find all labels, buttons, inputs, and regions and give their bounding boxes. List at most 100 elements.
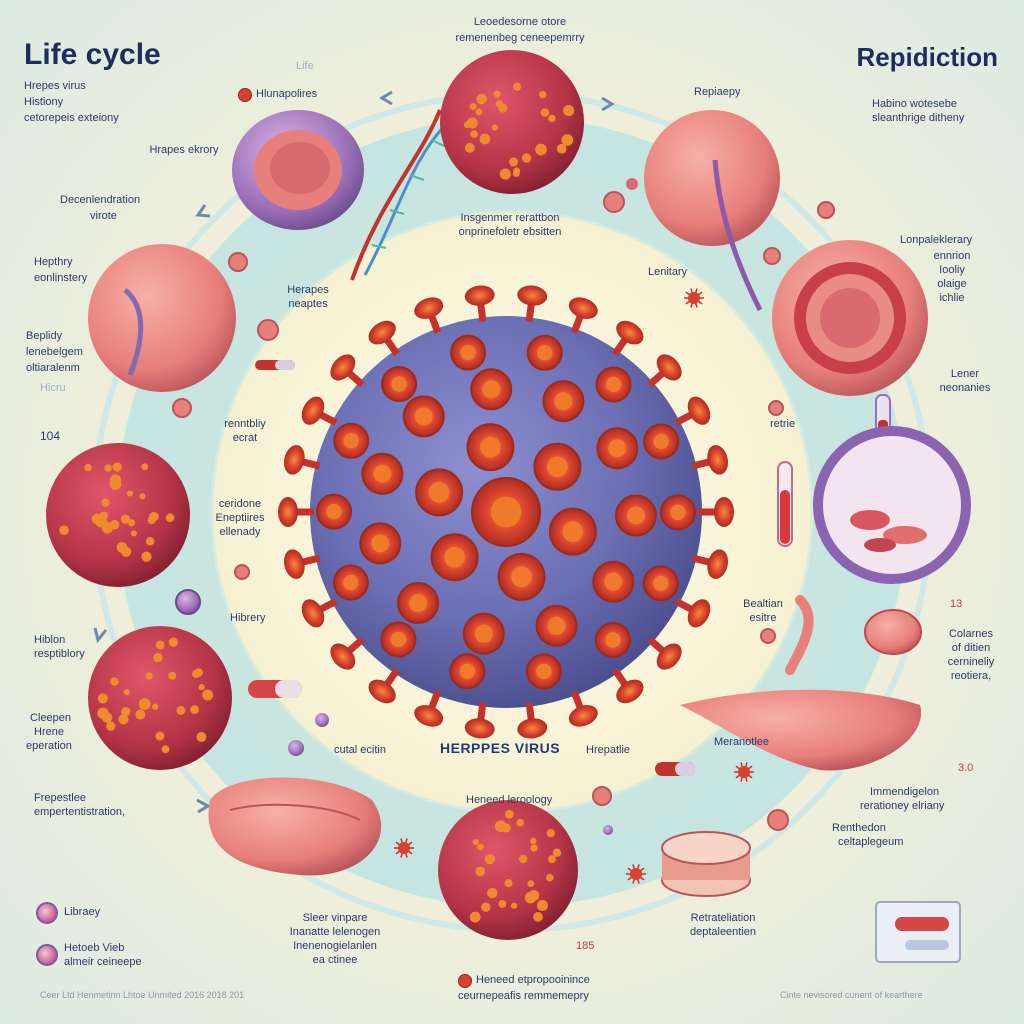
host-cell-left-upper: [88, 244, 236, 392]
surface-spike-core: [562, 521, 584, 543]
label-renthedon: Renthedon: [832, 822, 886, 834]
cell-speckle: [546, 829, 555, 838]
label-lonpaleklerary-sub-2: Iooliy: [939, 264, 965, 276]
surface-spike-core: [343, 433, 359, 449]
label-center-upper-1: Insgenmer rerattbon: [460, 212, 560, 224]
spike-head: [368, 320, 396, 345]
spike-head: [464, 285, 495, 306]
cell-speckle: [558, 145, 567, 154]
cell-speckle: [194, 668, 204, 677]
cell-speckle: [168, 637, 178, 647]
footer-right: Cinte nevisored cunent of kearthere: [780, 990, 923, 1000]
marker-dot-bottom: [458, 974, 472, 988]
cell-speckle: [112, 462, 122, 472]
spike-head: [414, 705, 444, 727]
spike-head: [517, 285, 548, 306]
cell-speckle: [98, 512, 107, 521]
cell-speckle: [535, 143, 547, 156]
label-top-center-1: Leoedesorne otore: [473, 16, 567, 28]
label-retrie: retrie: [770, 418, 796, 430]
label-decontentiation: Decenlendration: [60, 194, 141, 206]
label-immendigelon-sub: rerationey elriany: [860, 800, 945, 812]
label-retrateliation-sub: deptaleentien: [689, 926, 757, 938]
surface-spike-core: [409, 593, 428, 612]
cell-speckle: [106, 721, 116, 731]
label-bottom-center-3: Inenenogielanlen: [293, 940, 377, 952]
surface-spike-core: [343, 574, 359, 591]
cell-speckle: [548, 114, 556, 123]
cell-speckle: [149, 511, 159, 522]
surface-spike-core: [444, 546, 465, 568]
cell-speckle: [527, 880, 535, 888]
cell-speckle: [153, 652, 163, 663]
cell-speckle: [165, 513, 175, 523]
cell-speckle: [97, 693, 108, 704]
spike-head: [283, 445, 305, 475]
cell-speckle: [552, 848, 562, 857]
endosome-ring: [813, 426, 971, 584]
cell-speckle: [155, 731, 165, 741]
arrow-top-right-icon: [601, 96, 615, 112]
cell-speckle: [130, 530, 137, 537]
arrow-top-left-icon: [379, 90, 393, 106]
cell-speckle: [104, 464, 112, 472]
surface-spike-core: [547, 456, 568, 478]
label-cleepen-sub-2: eperation: [26, 740, 72, 752]
arrow-left-lower-icon: [93, 627, 108, 644]
surface-spike-core: [605, 376, 622, 393]
dna-strand-icon: [350, 109, 452, 281]
spike-head: [517, 718, 548, 739]
label-history: Histiony: [24, 96, 64, 108]
cell-speckle: [139, 493, 146, 500]
cell-speckle: [475, 108, 483, 116]
label-bottom-center-1: Sleer vinpare: [302, 912, 368, 924]
label-lonpaleklerary-sub-1: ennrion: [933, 250, 971, 262]
capsule-icon-right: [655, 762, 695, 776]
cell-speckle: [116, 542, 128, 553]
cell-speckle: [524, 891, 537, 904]
spike-head: [656, 643, 682, 670]
cell-speckle: [151, 703, 159, 710]
surface-spike-core: [653, 575, 669, 591]
spike-head: [330, 643, 356, 670]
cell-speckle: [101, 498, 110, 507]
capsule-icon-left: [248, 680, 302, 698]
label-herpes-virus: Hrepes virus: [24, 80, 86, 92]
surface-spike-core: [490, 496, 522, 528]
cell-speckle: [205, 691, 213, 699]
spike-head: [714, 497, 734, 527]
surface-spike-core: [480, 436, 501, 458]
spike-head: [278, 497, 298, 527]
cell-speckle: [198, 684, 205, 691]
cell-speckle: [518, 854, 528, 864]
label-ceridone: ceridone: [218, 498, 262, 510]
spike-head: [568, 297, 598, 319]
spike-head: [301, 599, 325, 628]
herpes-virus-particle: [278, 285, 734, 739]
cell-speckle: [123, 689, 130, 696]
surface-spike-core: [326, 503, 342, 520]
cell-speckle: [498, 900, 507, 908]
cell-speckle: [547, 855, 556, 864]
label-lonpaleklerary-sub-4: ichlie: [939, 292, 965, 304]
label-repiaepy: Repiaepy: [694, 86, 741, 98]
footer-left: Ceer Ltd Henmetinn Lhtoe Unmited 2016 20…: [40, 990, 245, 1000]
label-ceridone-sub-1: Eneptiires: [215, 512, 265, 524]
tissue-fold-right: [680, 689, 922, 771]
label-ceridone-sub-2: ellenady: [219, 526, 261, 538]
legend-label-2: Hetoeb Vieb: [64, 942, 125, 954]
label-185: 185: [576, 940, 595, 952]
label-frepestlee-sub: empertentistration,: [34, 806, 126, 818]
label-3-0: 3.0: [958, 762, 974, 774]
cell-speckle: [539, 90, 547, 99]
surface-spike-core: [371, 534, 390, 553]
spike-head: [687, 599, 711, 628]
label-top-center-2: remenenbeg ceneepemrry: [455, 32, 585, 44]
cell-speckle: [561, 134, 574, 146]
cell-speckle: [513, 82, 522, 91]
cell-speckle: [126, 490, 134, 497]
cell-speckle: [521, 153, 532, 163]
label-herapes: Herapes: [287, 284, 329, 296]
cell-speckle: [118, 714, 129, 725]
surface-spike-core: [428, 481, 450, 503]
